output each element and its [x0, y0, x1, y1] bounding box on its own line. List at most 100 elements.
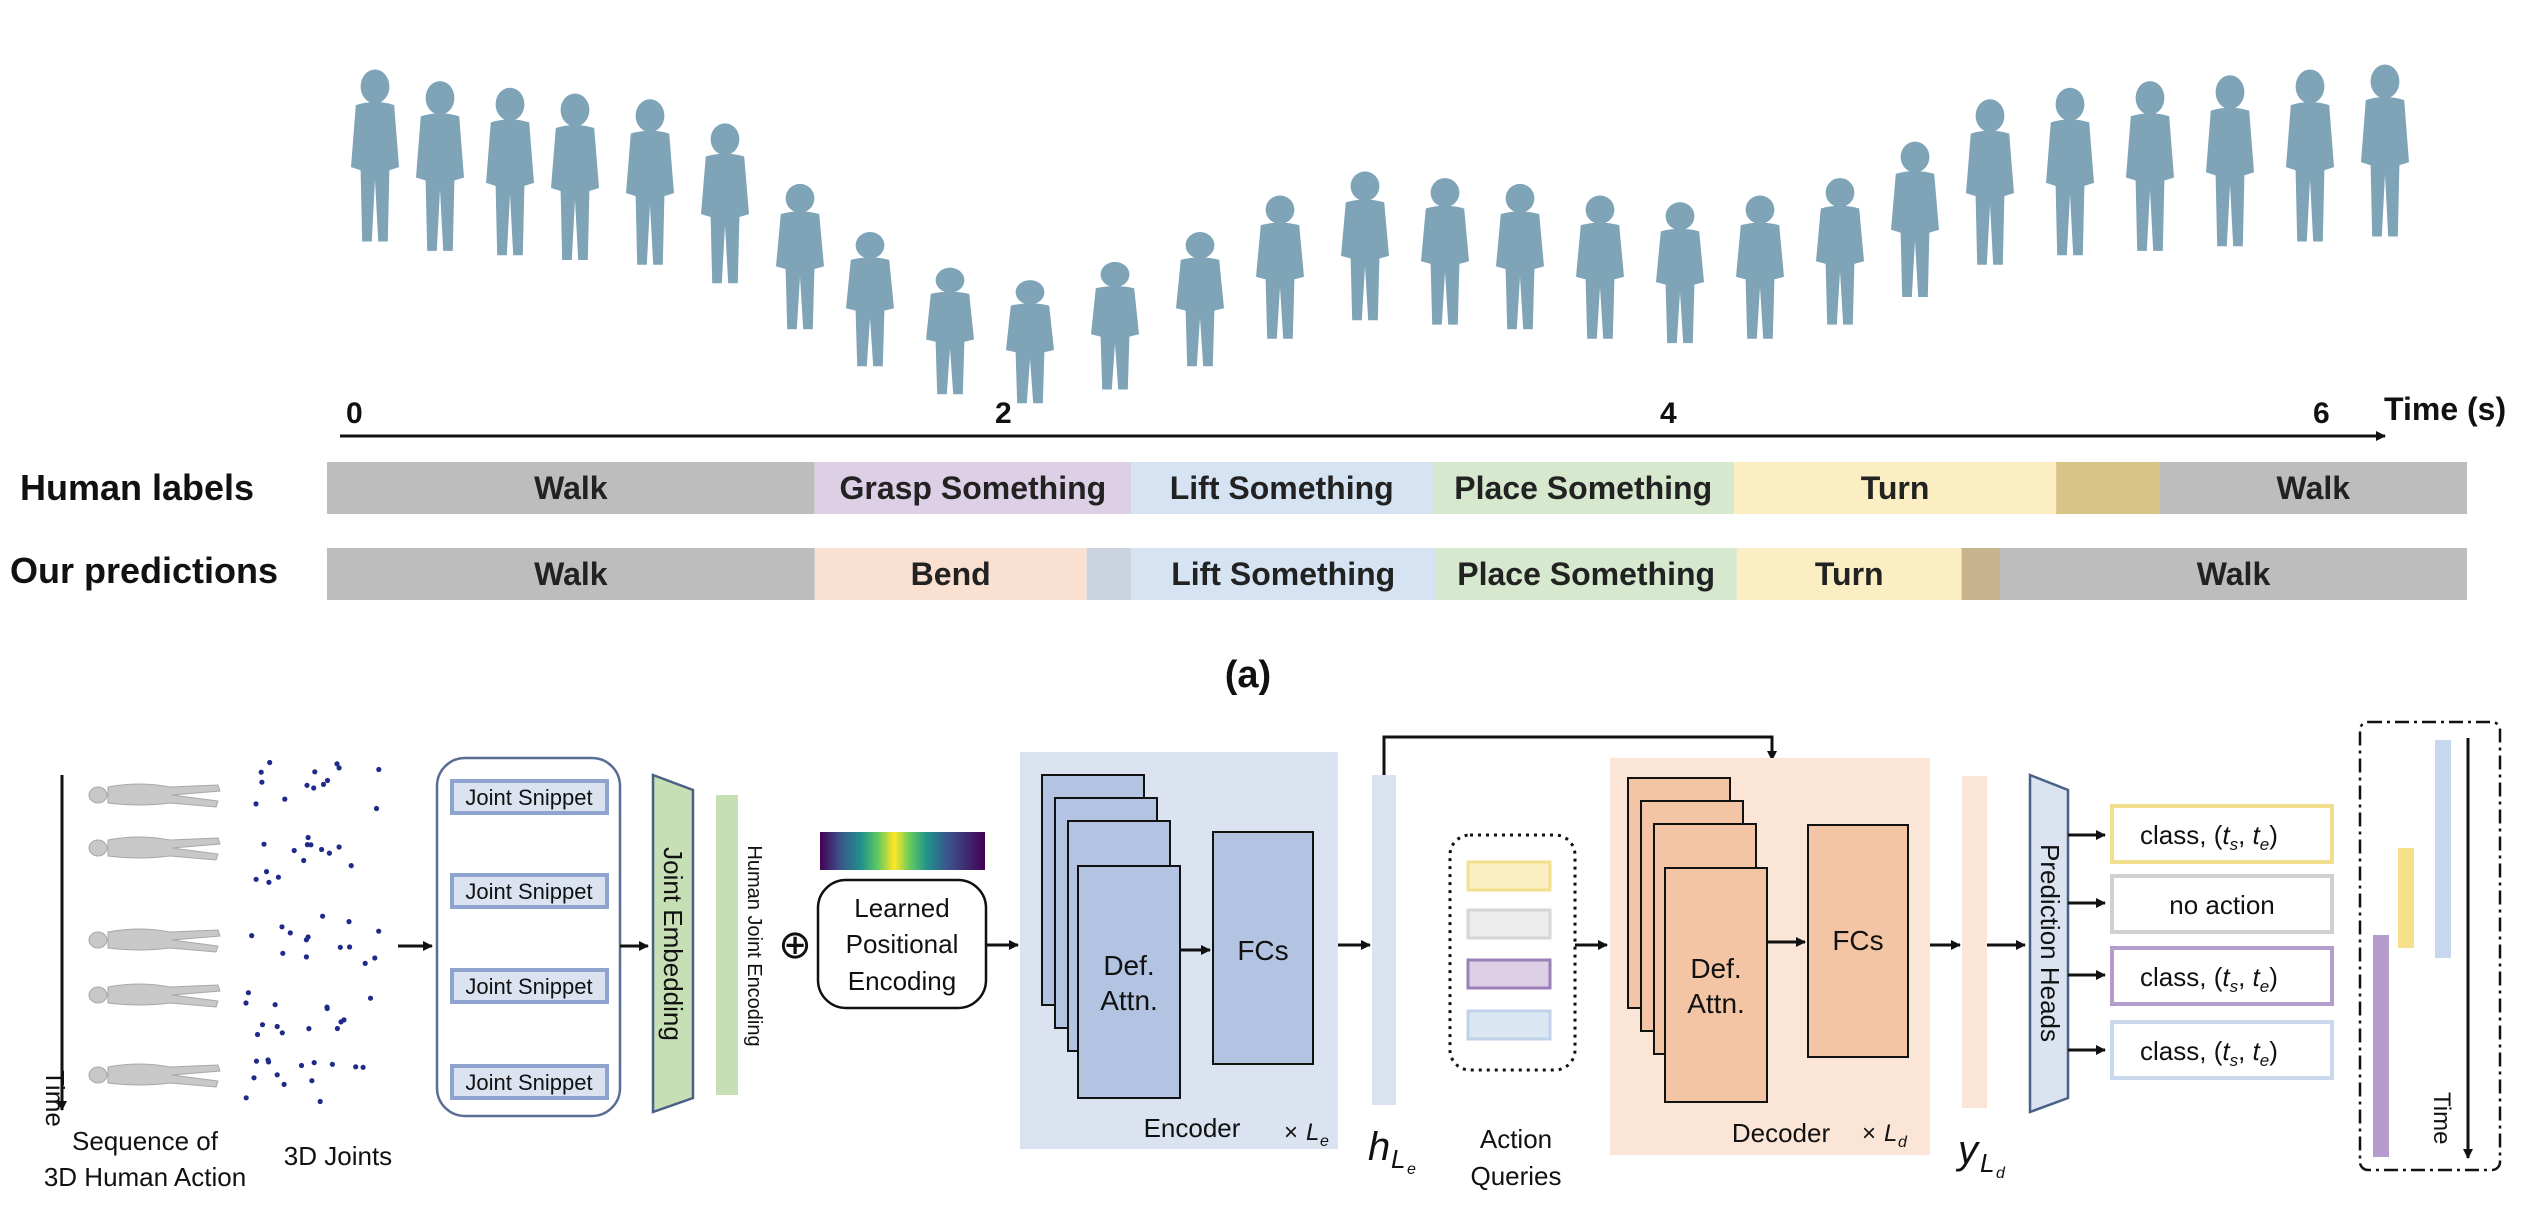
arrow-memory-to-decoder: [1382, 735, 1777, 775]
joint-point: [336, 844, 342, 850]
human-mesh-figure: [1496, 183, 1544, 330]
joint-snippet-1-label: Joint Snippet: [465, 785, 592, 810]
human-mesh-figure: [776, 183, 824, 330]
human-mesh-figure: [416, 81, 464, 251]
decoder-fcs: [1807, 824, 1909, 1058]
joint-point: [272, 1002, 278, 1008]
segment-bar: [327, 548, 815, 600]
decoder-label: Decoder: [1732, 1118, 1831, 1148]
prediction-heads-label: Prediction Heads: [2035, 844, 2065, 1042]
joint-embedding-trapezoid: [651, 773, 695, 1114]
encoder-layers-var: L: [1306, 1119, 1319, 1146]
decoder-times: ×: [1862, 1120, 1876, 1147]
encoder-deformable-attention: [1077, 865, 1181, 1099]
row-title-human-labels: Human labels: [20, 467, 254, 508]
human-joint-encoding-label: Human Joint Encoding: [743, 845, 765, 1046]
output-box-2: no action: [2110, 874, 2334, 934]
segment-bar: [1432, 462, 1734, 514]
joint-point: [267, 759, 273, 766]
joint-point: [311, 1060, 317, 1066]
action-query-1: [1466, 860, 1552, 892]
joint-point: [324, 1005, 330, 1012]
joint-point: [259, 779, 265, 785]
human-mesh-figure: [2206, 75, 2254, 247]
joint-point: [245, 990, 251, 996]
joint-point: [373, 805, 380, 812]
segment-bar: [2056, 462, 2160, 514]
segment-bar: [1130, 548, 1436, 600]
gray-human-figures: [88, 783, 221, 1088]
human-mesh-figure: [926, 267, 974, 395]
human-mesh-figure: [2046, 87, 2094, 256]
tick-label-6: 6: [2313, 397, 2330, 430]
action-query-2: [1466, 908, 1552, 940]
action-query-3: [1466, 958, 1552, 990]
segment-label: Place Something: [1457, 556, 1715, 592]
row-title-our-predictions: Our predictions: [10, 550, 278, 591]
encoder-memory-subsub: e: [1407, 1161, 1416, 1178]
human-mesh-figure: [701, 123, 749, 284]
add-operator: ⊕: [778, 923, 812, 967]
joint-point: [326, 850, 332, 856]
joint-snippet-container: [435, 756, 622, 1118]
input-caption-line1: Sequence of: [72, 1126, 219, 1156]
time-axis-title: Time (s): [2384, 391, 2506, 427]
subfigure-caption: (a): [1225, 654, 1271, 696]
tick-label-4: 4: [1660, 397, 1677, 430]
human-joint-encoding-bar: [716, 795, 738, 1095]
joint-point: [282, 796, 288, 802]
joint-point: [266, 879, 272, 885]
joint-point: [249, 933, 255, 939]
joint-point: [336, 765, 342, 771]
joint-embedding-label: Joint Embedding: [658, 847, 688, 1041]
human-mesh-figure: [486, 87, 534, 256]
joint-snippet-2: Joint Snippet: [450, 873, 609, 909]
human-mesh-figure: [1091, 261, 1139, 390]
encoder-attn-line2: Attn.: [1100, 985, 1158, 1016]
joint-snippet-group: Joint Snippet Joint Snippet Joint Snippe…: [435, 756, 649, 1118]
joint-point: [329, 1061, 335, 1067]
decoder-fcs-label: FCs: [1832, 925, 1883, 956]
segment-label: Turn: [1815, 556, 1884, 592]
segment-label: Walk: [2197, 556, 2271, 592]
joint-point: [275, 874, 281, 880]
segment-bar: [1961, 548, 2000, 600]
joint-point: [303, 954, 309, 960]
joint-point: [346, 919, 352, 925]
action-queries-line1: Action: [1480, 1124, 1552, 1154]
encoder-layers-sub: e: [1320, 1133, 1329, 1150]
segment-label: Turn: [1861, 470, 1930, 506]
segment-bar: [327, 462, 815, 514]
joint-point: [253, 876, 259, 882]
output-timeline-frame: [2358, 720, 2502, 1172]
segment-bar: [814, 548, 1087, 600]
output-3-text: class, (ts, te): [2140, 962, 2278, 996]
segment-bar: [1736, 548, 1962, 600]
joint-point: [376, 766, 382, 773]
3d-joint-point-clouds: [243, 759, 382, 1105]
joint-point: [304, 782, 310, 788]
human-mesh-figure: [1421, 178, 1469, 325]
joint-point: [274, 1072, 280, 1078]
segment-label: Place Something: [1454, 470, 1712, 506]
joint-point: [362, 960, 368, 967]
output-box-4: class, (ts, te): [2110, 1020, 2334, 1080]
encoder-memory-sub: L: [1391, 1144, 1405, 1174]
joint-point: [306, 1026, 312, 1032]
segment-label: Walk: [2277, 470, 2351, 506]
encoder-memory-var: h: [1368, 1125, 1390, 1169]
human-motion-mesh-sequence: [351, 64, 2409, 404]
segment-label: Walk: [534, 556, 608, 592]
joint-snippet-2-label: Joint Snippet: [465, 879, 592, 904]
joint-point: [319, 846, 325, 853]
joint-point: [337, 944, 343, 950]
human-mesh-figure: [1006, 280, 1054, 404]
joints-caption: 3D Joints: [284, 1141, 392, 1171]
input-caption-line2: 3D Human Action: [44, 1162, 246, 1192]
human-mesh-figure: [351, 69, 399, 242]
segment-bar: [1130, 462, 1433, 514]
tick-label-0: 0: [346, 397, 363, 430]
joint-point: [347, 944, 353, 950]
segment-label: Bend: [911, 556, 991, 592]
